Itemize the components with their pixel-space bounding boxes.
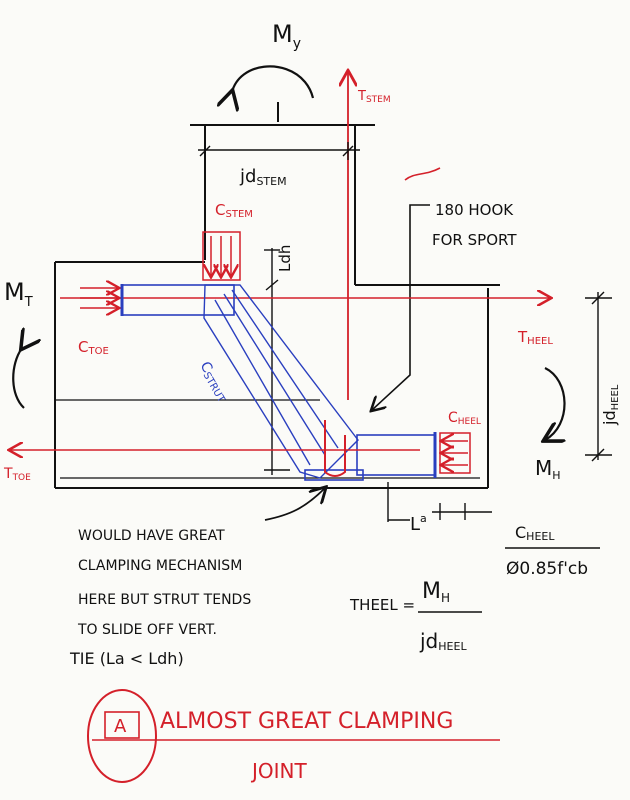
footer-title-line2: JOINT bbox=[250, 759, 308, 783]
t-toe-label: TTOE bbox=[3, 466, 31, 483]
jd-heel-label: jdHEEL bbox=[600, 384, 621, 426]
moment-mt-arrow bbox=[12, 348, 24, 409]
diagonal-strut bbox=[203, 284, 359, 479]
note-leader bbox=[264, 488, 325, 521]
t-heel-label: THEEL bbox=[517, 328, 553, 347]
footer-letter-box bbox=[104, 711, 140, 739]
moment-my-arrow bbox=[232, 65, 315, 122]
la-label: La bbox=[410, 512, 427, 535]
hook-note-line1: 180 HOOK bbox=[435, 201, 514, 219]
note-line-4: TO SLIDE OFF VERT. bbox=[77, 622, 217, 638]
c-strut-label: CSTRUT bbox=[196, 359, 232, 405]
c-toe-label: CTOE bbox=[78, 338, 109, 357]
equation-denominator: jdHEEL bbox=[419, 629, 467, 653]
c-stem-label: CSTEM bbox=[215, 201, 253, 220]
equation-lhs: THEEL = bbox=[349, 596, 415, 614]
footer-title-line1: ALMOST GREAT CLAMPING bbox=[160, 709, 453, 734]
t-stem-label: TSTEM bbox=[357, 89, 391, 105]
note-line-2: CLAMPING MECHANISM bbox=[78, 558, 242, 574]
cheel-denominator: Ø0.85f'cb bbox=[506, 559, 588, 579]
top-blue-strut bbox=[120, 284, 235, 316]
moment-mh-arrow bbox=[545, 367, 565, 440]
jd-heel-dimension bbox=[585, 291, 612, 462]
c-heel-arrows bbox=[440, 432, 471, 474]
red-squiggle bbox=[404, 167, 441, 181]
footer-circle-letter: A bbox=[114, 716, 127, 737]
note-line-5: TIE (La < Ldh) bbox=[69, 649, 184, 668]
hook-note-line2: FOR SPORT bbox=[432, 231, 517, 249]
note-line-1: WOULD HAVE GREAT bbox=[78, 528, 225, 544]
ldh-dimension bbox=[264, 248, 290, 475]
hook-leader bbox=[372, 204, 430, 410]
moment-mt-label: MT bbox=[4, 278, 33, 310]
ldh-label: Ldh bbox=[276, 245, 294, 272]
moment-mh-label: MH bbox=[535, 456, 561, 482]
moment-my-label: My bbox=[272, 20, 301, 52]
jd-stem-label: jdSTEM bbox=[239, 166, 287, 188]
heel-blue-box bbox=[304, 432, 437, 481]
hook-bar bbox=[324, 420, 346, 477]
note-line-3: HERE BUT STRUT TENDS bbox=[78, 592, 251, 608]
c-heel-label: CHEEL bbox=[448, 410, 481, 427]
jd-stem-dimension bbox=[198, 142, 360, 160]
la-dimension bbox=[387, 482, 492, 522]
cheel-numerator: CHEEL bbox=[515, 523, 555, 543]
c-stem-arrows bbox=[202, 231, 241, 281]
equation-numerator: MH bbox=[422, 579, 450, 605]
footer-circle bbox=[87, 689, 157, 783]
